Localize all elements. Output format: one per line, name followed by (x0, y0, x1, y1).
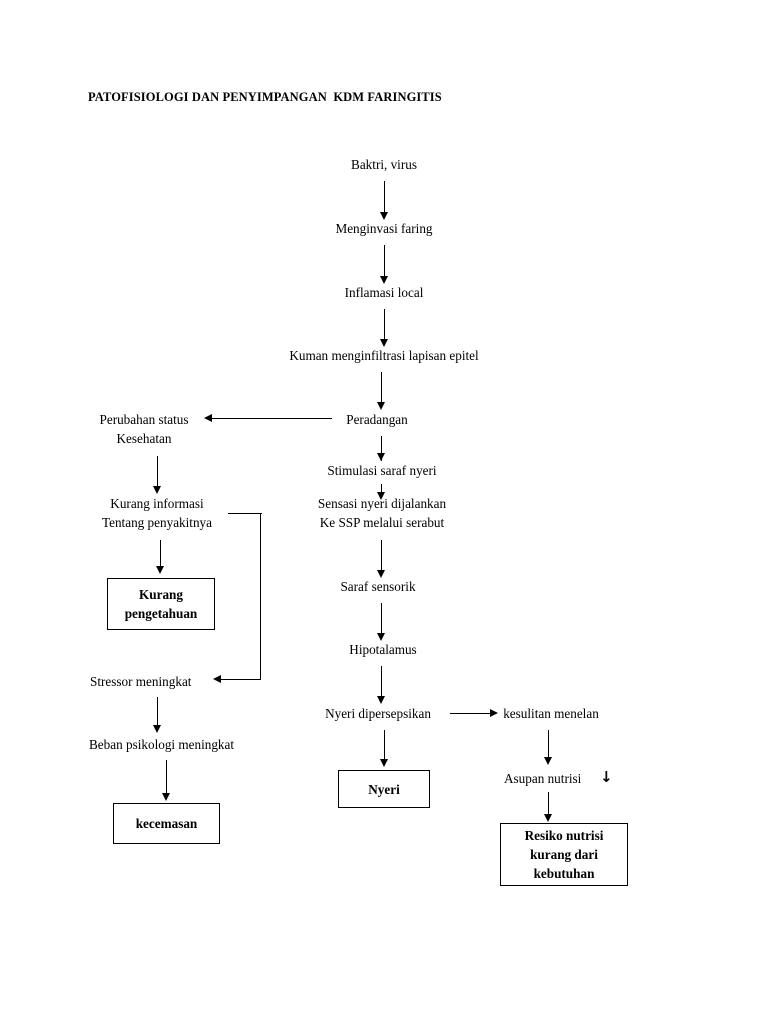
edge-n16-n17-line (384, 730, 385, 762)
node-hipotalamus: Hipotalamus (349, 642, 417, 657)
edge-n3-n4-line (384, 309, 385, 342)
node-peradangan: Peradangan (346, 412, 408, 427)
edge-n7-n9-segment-top (228, 513, 262, 514)
edge-n14-n15-line (381, 603, 382, 636)
edge-n4-n5-arrowhead (376, 402, 385, 410)
edge-n19-n20-arrowhead (543, 814, 552, 822)
node-saraf-sensorik: Saraf sensorik (340, 579, 416, 594)
edge-n12-n13-arrowhead (376, 492, 385, 500)
edge-n10-n11-arrowhead (161, 793, 170, 801)
edge-n6-n7-line (157, 456, 158, 489)
edge-n12-n13-line (381, 484, 382, 496)
node-nyeri-box: Nyeri (338, 770, 430, 808)
node-kuman-menginfiltrasi: Kuman menginfiltrasi lapisan epitel (289, 348, 479, 363)
edge-n5-n6-line (212, 418, 332, 419)
node-sensasi-nyeri-dijalankan: Sensasi nyeri dijalankan Ke SSP melalui … (317, 496, 447, 530)
edge-n5-n12-line (381, 436, 382, 461)
edge-n19-n20-line (548, 792, 549, 818)
edge-n9-n10-line (157, 697, 158, 728)
node-kecemasan-box: kecemasan (113, 803, 220, 844)
edge-n10-n11-line (166, 760, 167, 796)
edge-n13-n14-line (381, 540, 382, 574)
edge-n2-n3-arrowhead (379, 276, 388, 284)
edge-n5-n6-arrowhead (204, 413, 212, 422)
page-title: PATOFISIOLOGI DAN PENYIMPANGAN KDM FARIN… (88, 90, 442, 104)
edge-n7-n8-line (160, 540, 161, 569)
edge-n9-n10-arrowhead (152, 725, 161, 733)
edge-n7-n9-segment-right (260, 513, 261, 680)
edge-n4-n5-line (381, 372, 382, 405)
edge-n1-n2-arrowhead (379, 212, 388, 220)
node-kesulitan-menelan: kesulitan menelan (503, 706, 599, 721)
node-asupan-nutrisi: Asupan nutrisi (504, 771, 582, 786)
edge-n13-n14-arrowhead (376, 570, 385, 578)
node-stimulasi-saraf-nyeri: Stimulasi saraf nyeri (327, 463, 437, 478)
edge-n16-n18-arrowhead (490, 708, 498, 717)
node-perubahan-status-kesehatan: Perubahan status Kesehatan (99, 412, 189, 446)
edge-n18-n19-arrowhead (543, 757, 552, 765)
edge-n15-n16-arrowhead (376, 696, 385, 704)
node-beban-psikologi-meningkat: Beban psikologi meningkat (89, 737, 235, 752)
edge-n3-n4-arrowhead (379, 339, 388, 347)
edge-n18-n19-line (548, 730, 549, 760)
down-arrow-icon: ↓ (600, 768, 613, 786)
node-kurang-pengetahuan-box: Kurang pengetahuan (107, 578, 215, 630)
node-inflamasi-local: Inflamasi local (344, 285, 424, 300)
node-kurang-informasi: Kurang informasi Tentang penyakitnya (101, 496, 213, 530)
edge-n16-n18-line (450, 713, 492, 714)
node-nyeri-dipersepsikan: Nyeri dipersepsikan (325, 706, 431, 721)
edge-n15-n16-line (381, 666, 382, 699)
edge-n7-n8-arrowhead (155, 566, 164, 574)
node-menginvasi-faring: Menginvasi faring (335, 221, 433, 236)
edge-n16-n17-arrowhead (379, 759, 388, 767)
edge-n2-n3-line (384, 245, 385, 279)
edge-n7-n9-arrowhead (213, 674, 221, 683)
edge-n1-n2-line (384, 181, 385, 215)
node-stressor-meningkat: Stressor meningkat (90, 674, 192, 689)
edge-n7-n9-segment-bottom (221, 679, 261, 680)
node-resiko-nutrisi-box: Resiko nutrisi kurang dari kebutuhan (500, 823, 628, 886)
edge-n5-n12-arrowhead (376, 453, 385, 461)
edge-n6-n7-arrowhead (152, 486, 161, 494)
edge-n14-n15-arrowhead (376, 633, 385, 641)
node-baktri-virus: Baktri, virus (351, 157, 417, 172)
